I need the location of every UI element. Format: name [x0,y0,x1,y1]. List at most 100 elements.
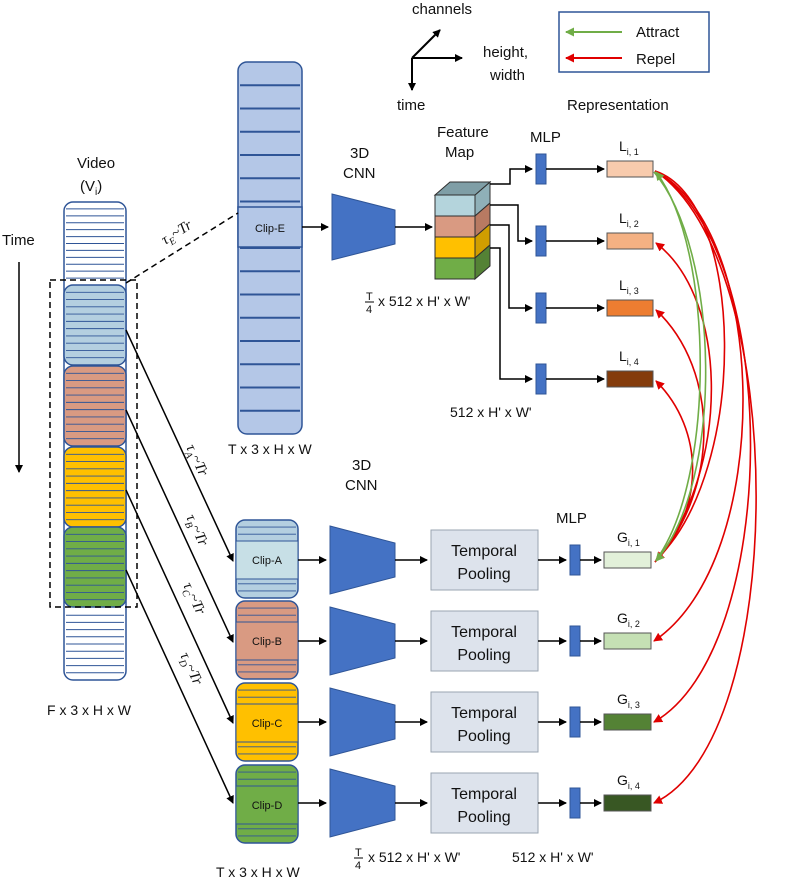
cnn-top-label-1: 3D [350,145,369,162]
svg-text:τC~Tr: τC~Tr [177,580,208,619]
axis-height-label: height, [483,44,528,61]
pooled-bottom-dims: 512 x H' x W' [512,849,594,865]
local-rep-label-4: Li, 4 [619,348,639,367]
repel-curve-g4 [653,170,757,804]
temporal-pooling-label-2: Temporal [451,624,517,641]
tau-e-label: τE~Tr [159,217,197,251]
attract-repel-legend: Attract Repel [558,11,710,73]
global-rep-label-3: Gi, 3 [617,691,640,710]
global-rep-label-2: Gi, 2 [617,610,640,629]
mlp-top-block-2 [535,225,547,257]
temporal-pooling-label-1-b: Pooling [457,566,510,583]
clip-d-label-box [235,785,299,825]
temporal-pooling-label-4: Temporal [451,786,517,803]
video-selection-box [49,279,138,608]
legend-repel-label: Repel [636,51,675,68]
feature-map-label-1: Feature [437,124,489,141]
contrastive-arrows [653,170,757,804]
local-rep-label-2: Li, 2 [619,210,639,229]
temporal-pooling-label-4-b: Pooling [457,809,510,826]
attract-curve-up [655,171,701,561]
axes-legend: channels height, width time [397,1,528,114]
video-segment-d [63,526,127,608]
repel-curve-g2 [653,170,744,642]
mlp-bottom-block-3 [569,706,581,738]
cnn-top-label-2: CNN [343,165,376,182]
repel-curve-g3 [653,170,752,723]
svg-text:τE~Tr: τE~Tr [159,217,197,251]
clip-e-label: Clip-E [255,223,285,235]
mlp-top-label: MLP [530,129,561,146]
cnn-top-block [331,193,396,261]
mlp-top-blocks [535,153,605,395]
clip-b-label: Clip-B [252,636,282,648]
global-rep-bar-2 [603,632,652,650]
mlp-top-block-3 [535,292,547,324]
temporal-pooling-box-4 [430,772,539,834]
tau-a-label: τA~Tr [182,442,211,479]
mlp-bottom-block-2 [569,625,581,657]
repel-curve-g1 [654,170,726,561]
mlp-bottom-block-1 [569,544,581,576]
bottom-dims-frac-den: 4 [355,860,361,872]
global-representations: Gi, 1 Gi, 2 Gi, 3 Gi, 4 [603,529,652,812]
axis-width-label: width [489,67,525,84]
bottom-clips-dims: T x 3 x H x W [216,864,301,880]
mlp-top-block-1 [535,153,547,185]
local-rep-label-3: Li, 3 [619,277,639,296]
video-segment-c [63,446,127,528]
attract-curve-down [653,171,707,562]
temporal-pooling-label-1: Temporal [451,543,517,560]
cnn-bottom-block-3 [329,687,396,757]
time-label: Time [2,232,35,249]
feature-map-cube [433,180,492,281]
video-segment-a [63,284,127,366]
bottom-dims: x 512 x H' x W' [368,849,460,865]
video-dims: F x 3 x H x W [47,702,132,718]
feature-to-mlp-connectors [490,165,533,383]
bottom-dims-frac-num: T [355,847,362,859]
feature-dims-frac-den: 4 [366,304,372,316]
video-segment-b [63,365,127,447]
local-rep-label-1: Li, 1 [619,138,639,157]
clip-c-label-box [235,703,299,743]
axis-time-label: time [397,97,425,114]
cnn-bottom-block-2 [329,606,396,676]
feature-layer-4 [434,257,476,280]
tau-b-label: τB~Tr [180,512,211,550]
temporal-pooling-label-3: Temporal [451,705,517,722]
feature-layer-2 [434,215,476,238]
global-rep-label-4: Gi, 4 [617,772,640,791]
temporal-pooling-box-3 [430,691,539,753]
clip-e-stack: Clip-E [237,61,303,435]
global-rep-label-1: Gi, 1 [617,529,640,548]
temporal-pooling-label-2-b: Pooling [457,647,510,664]
local-representations: Li, 1 Li, 2 Li, 3 Li, 4 [606,138,654,388]
feature-map-label-2: Map [445,144,474,161]
local-rep-bar-1 [606,160,654,178]
temporal-pooling-box-2 [430,610,539,672]
mlp-bottom-block-4 [569,787,581,819]
tau-e-dashed-line [125,212,239,284]
cnn-bottom-label-2: CNN [345,477,378,494]
cnn-bottom-label-1: 3D [352,457,371,474]
tau-c-label: τC~Tr [177,580,208,619]
repel-curve-l4 [654,380,694,563]
global-rep-bar-1 [603,551,652,569]
clip-a-label: Clip-A [252,555,283,567]
repel-curve-l2 [654,242,713,563]
local-rep-bar-3 [606,299,654,317]
svg-text:τB~Tr: τB~Tr [180,512,211,550]
representation-label: Representation [567,97,669,114]
video-title: Video [77,155,115,172]
legend-attract-label: Attract [636,24,680,41]
video-strip [63,201,127,681]
global-rep-bar-4 [603,794,652,812]
mlp-top-block-4 [535,363,547,395]
mlp-bottom-label: MLP [556,510,587,527]
clip-c-label: Clip-C [252,718,283,730]
temporal-pooling-label-3-b: Pooling [457,728,510,745]
feature-dims-frac-num: T [366,291,373,303]
